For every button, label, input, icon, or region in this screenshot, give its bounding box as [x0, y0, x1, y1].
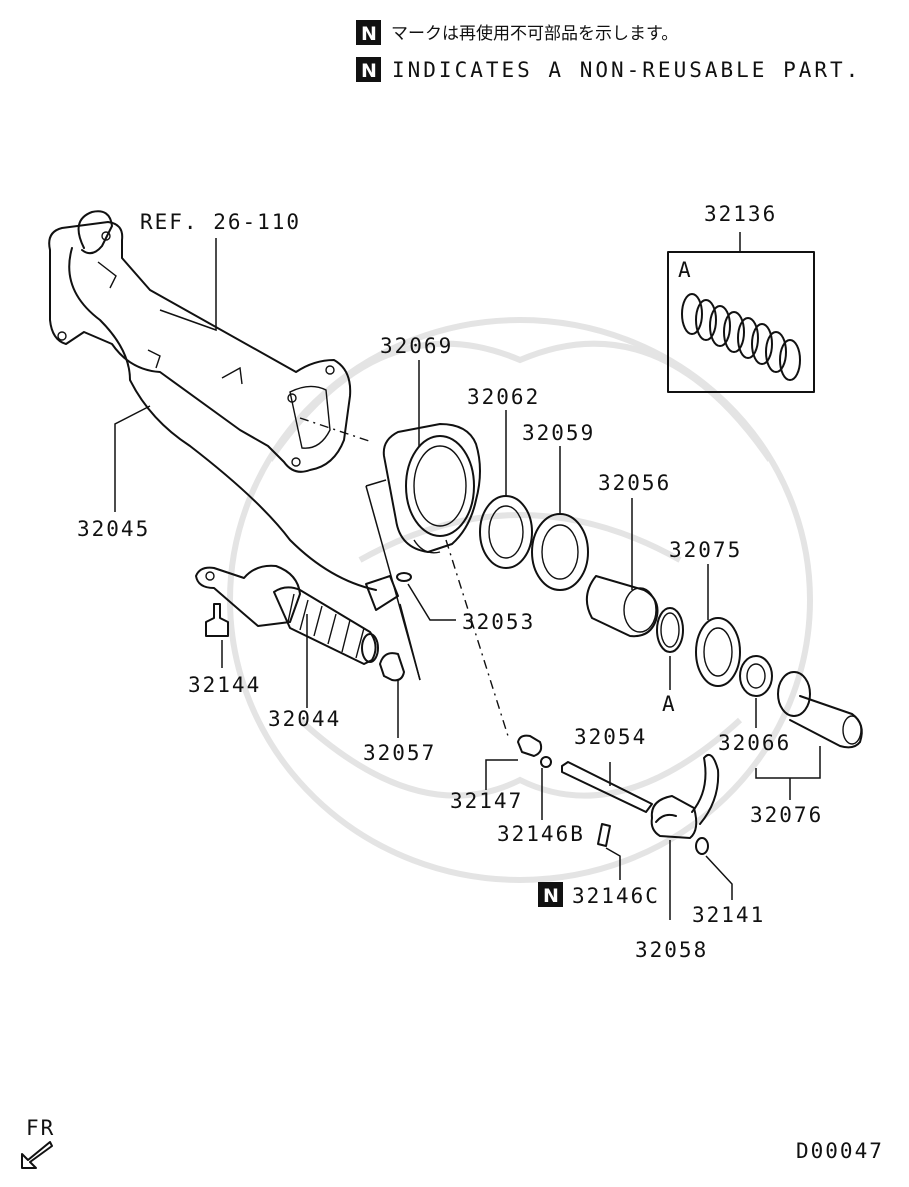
badge-letter: N	[361, 60, 377, 82]
label-32076: 32076	[750, 803, 823, 827]
bearing	[739, 655, 773, 697]
label-32147: 32147	[450, 789, 523, 813]
snap-clip	[695, 837, 709, 855]
label-ring-a: A	[662, 692, 677, 716]
check-ball	[540, 756, 552, 768]
badge-letter: N	[543, 885, 559, 907]
non-reusable-note-jp: N マークは再使用不可部品を示します。	[356, 20, 678, 45]
label-32075: 32075	[669, 538, 742, 562]
label-32146b: 32146B	[497, 822, 585, 846]
snap-ring-a	[656, 607, 684, 653]
synchronizer-hub	[695, 617, 741, 687]
watermark-emblem	[227, 317, 813, 883]
axle-housing	[48, 221, 373, 473]
oil-seal-inner	[531, 513, 589, 591]
diagram-code: D00047	[796, 1139, 884, 1163]
oil-seal-outer	[479, 495, 533, 569]
label-32059: 32059	[522, 421, 595, 445]
ring-set-marker: A	[678, 258, 693, 282]
label-32057: 32057	[363, 741, 436, 765]
badge-letter: マークは再使用不可部品を示します。	[391, 23, 678, 44]
shift-rod	[561, 761, 653, 813]
o-ring	[396, 572, 412, 582]
shift-actuator	[195, 564, 379, 665]
non-reusable-note-en: N INDICATES A NON-REUSABLE PART.	[356, 57, 861, 82]
label-32045: 32045	[77, 517, 150, 541]
direction-label: FR	[26, 1116, 55, 1140]
ring-set-box: A	[667, 251, 815, 393]
label-32144: 32144	[188, 673, 261, 697]
sleeve	[585, 575, 659, 638]
label-32136: 32136	[704, 202, 777, 226]
spring-pin	[597, 823, 611, 847]
label-32054: 32054	[574, 725, 647, 749]
label-32053: 32053	[462, 610, 535, 634]
bleeder-bolt	[205, 603, 229, 637]
label-32062: 32062	[467, 385, 540, 409]
label-32146c: 32146C	[572, 884, 660, 908]
ring-stack	[681, 293, 801, 381]
output-shaft	[777, 671, 863, 749]
front-direction-indicator: FR	[21, 1116, 55, 1169]
badge-letter: INDICATES A NON-REUSABLE PART.	[392, 58, 861, 82]
wire-harness	[68, 210, 399, 611]
label-32058: 32058	[635, 938, 708, 962]
label-32141: 32141	[692, 903, 765, 927]
shift-fork	[650, 754, 720, 839]
bushing	[379, 652, 405, 682]
collar	[517, 734, 543, 757]
label-32066: 32066	[718, 731, 791, 755]
label-32056: 32056	[598, 471, 671, 495]
label-32146c-group: N 32146C	[538, 882, 660, 908]
badge-letter: N	[361, 23, 377, 45]
leader-lines	[114, 232, 821, 920]
label-32069: 32069	[380, 334, 453, 358]
extension-housing	[365, 423, 509, 737]
label-ref-26-110: REF. 26-110	[140, 210, 301, 234]
label-32044: 32044	[268, 707, 341, 731]
